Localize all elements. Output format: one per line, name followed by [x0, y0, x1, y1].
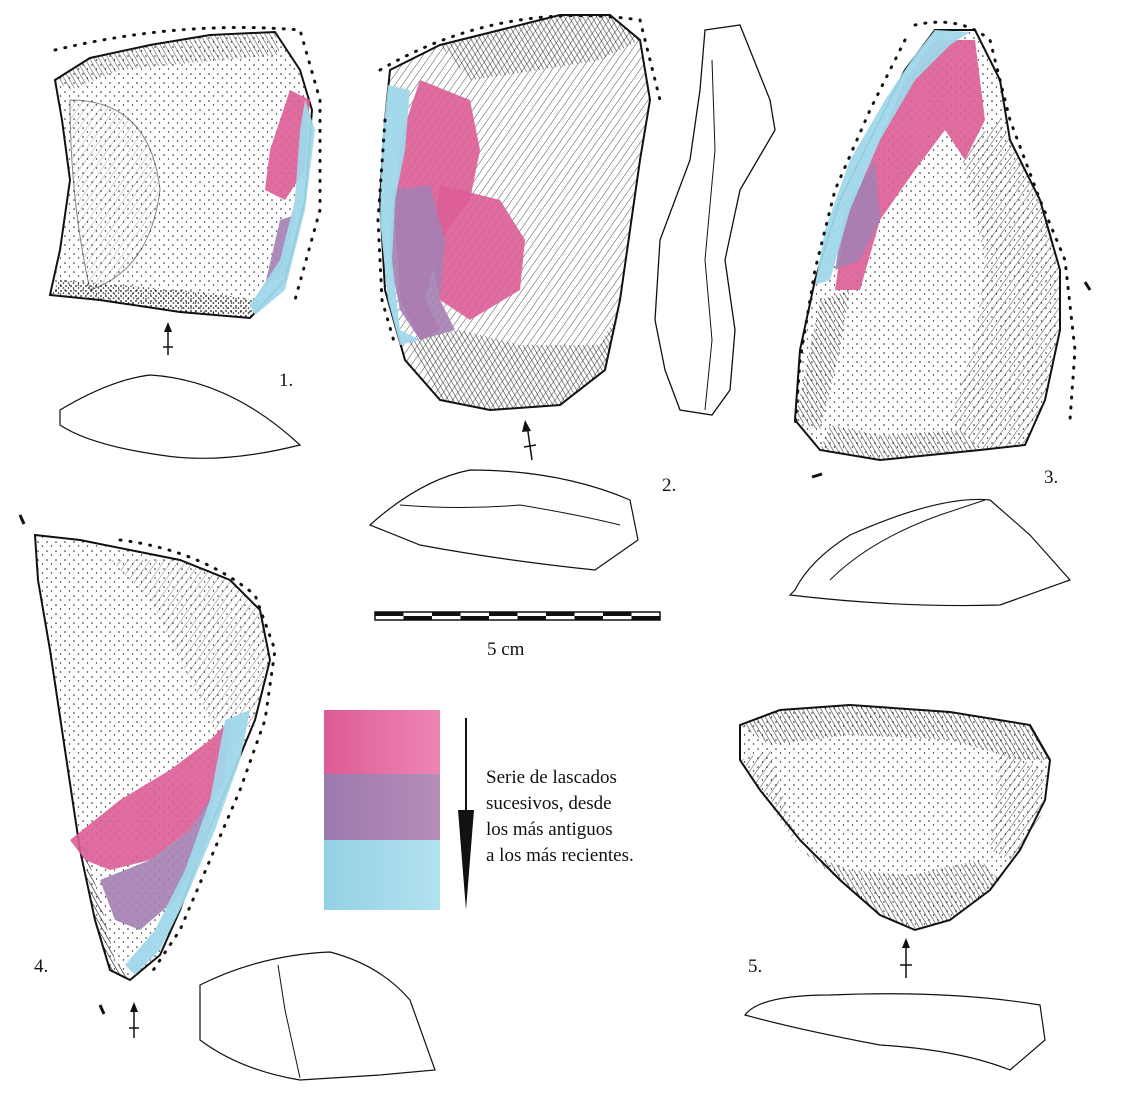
figure-label-4: 4. [34, 956, 49, 977]
artifact-4-drawing [18, 514, 436, 1081]
scale-bar [374, 611, 661, 621]
legend-line-2: sucesivos, desde [486, 793, 612, 814]
scale-bar-label: 5 cm [487, 639, 525, 660]
legend-line-4: a los más recientes. [486, 845, 634, 866]
artifact-2-drawing [368, 14, 776, 571]
legend-caption: Serie de lascados sucesivos, desde los m… [486, 765, 634, 869]
artifact-3-drawing [788, 20, 1092, 607]
figure-label-5: 5. [748, 956, 763, 977]
legend-line-3: los más antiguos [486, 819, 613, 840]
figure-label-2: 2. [662, 475, 677, 496]
legend-arrow [458, 718, 474, 910]
figure-label-1: 1. [279, 370, 294, 391]
artifact-1-drawing [48, 26, 322, 459]
legend-swatch-recent [324, 840, 440, 910]
legend-line-1: Serie de lascados [486, 767, 617, 788]
legend-swatch-middle [324, 774, 440, 840]
artifact-5-drawing [739, 703, 1052, 1071]
figure-label-3: 3. [1044, 467, 1059, 488]
legend-swatch-oldest [324, 710, 440, 774]
